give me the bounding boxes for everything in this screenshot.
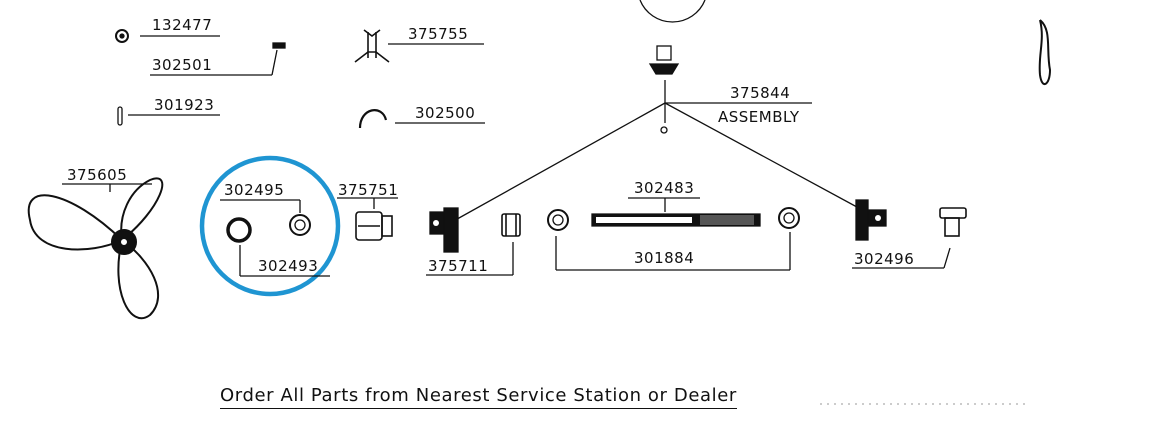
washer-right-icon [778, 207, 800, 229]
footer-note: Order All Parts from Nearest Service Sta… [220, 385, 737, 409]
label-302500: 302500 [415, 104, 476, 122]
washer-icon [226, 217, 252, 243]
label-302493: 302493 [258, 257, 319, 275]
label-375751: 375751 [338, 181, 399, 199]
label-assembly: ASSEMBLY [718, 108, 800, 126]
label-375755: 375755 [408, 25, 469, 43]
spring-icon [358, 109, 388, 129]
label-301923: 301923 [154, 96, 215, 114]
gear-collar-icon [501, 213, 521, 237]
label-302483: 302483 [634, 179, 695, 197]
washer-small-icon [289, 214, 311, 236]
pin-icon [272, 42, 286, 49]
pin-small-icon [117, 106, 123, 126]
label-302495: 302495 [224, 181, 285, 199]
highlight-circle [199, 155, 341, 297]
nut-icon [115, 29, 129, 43]
bushing-right-icon [939, 207, 967, 237]
washer-left-icon [547, 209, 569, 231]
side-spring-icon [1038, 19, 1052, 85]
label-375605: 375605 [67, 166, 128, 184]
gear-left-icon [429, 207, 459, 253]
bracket-icon [354, 29, 390, 63]
top-partial-circle [639, 0, 706, 23]
label-302496: 302496 [854, 250, 915, 268]
gear-top-icon [648, 45, 680, 75]
label-132477: 132477 [152, 16, 213, 34]
propeller-icon [27, 177, 164, 320]
shaft-icon [591, 213, 761, 227]
label-301884: 301884 [634, 249, 695, 267]
bushing-icon [355, 211, 393, 241]
label-302501: 302501 [152, 56, 213, 74]
label-375711: 375711 [428, 257, 489, 275]
label-375844: 375844 [730, 84, 791, 102]
gear-right-icon [855, 199, 887, 241]
